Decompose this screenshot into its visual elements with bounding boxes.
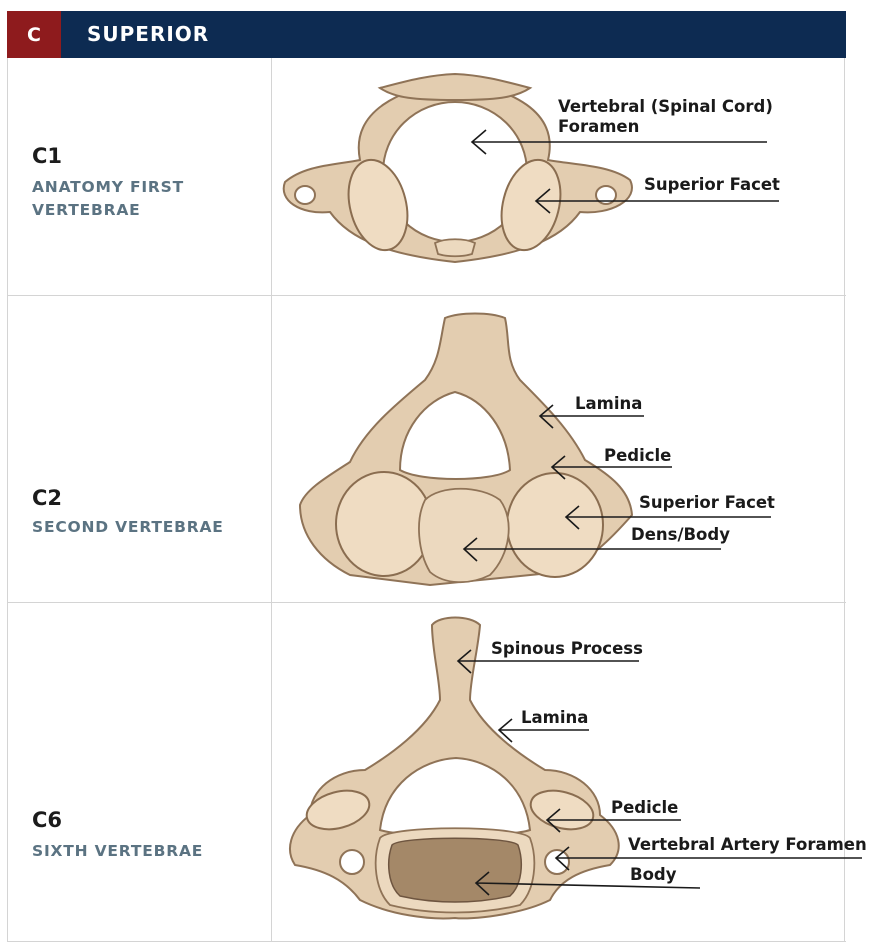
label-c6-pedicle: Pedicle xyxy=(611,798,678,817)
section-badge: C xyxy=(7,11,61,58)
label-c6-body: Body xyxy=(630,865,677,884)
label-c1-superior-facet: Superior Facet xyxy=(644,175,780,194)
table-row-c6: C6 SIXTH VERTEBRAE xyxy=(8,603,846,942)
c6-illustration xyxy=(289,616,620,920)
c6-callouts: Spinous Process Lamina Pedicle Vertebral… xyxy=(456,639,867,896)
c2-callouts: Lamina Pedicle Superior Facet Dens/Body xyxy=(462,394,775,562)
leader-c6-pedicle xyxy=(545,808,681,833)
row-subtitle: ANATOMY FIRST VERTEBRAE xyxy=(32,178,184,219)
leader-c2-dens-body xyxy=(462,537,721,562)
label-vertebral-foramen-line2: Foramen xyxy=(558,117,639,136)
table-row-c2: C2 SECOND VERTEBRAE xyxy=(8,296,846,603)
row-code: C1 xyxy=(32,144,63,168)
leader-c6-vertebral-artery-foramen xyxy=(554,846,862,871)
label-c2-dens-body: Dens/Body xyxy=(631,525,730,544)
label-c2-superior-facet: Superior Facet xyxy=(639,493,775,512)
c1-callouts: Vertebral (Spinal Cord) Foramen Superior… xyxy=(470,97,780,214)
leader-c2-pedicle xyxy=(550,455,672,480)
label-c6-spinous-process: Spinous Process xyxy=(491,639,643,658)
label-c2-lamina: Lamina xyxy=(575,394,642,413)
row-code: C2 xyxy=(32,486,63,510)
leader-c2-lamina xyxy=(538,404,644,429)
vertebrae-table: C1 ANATOMY FIRST VERTEBRAE C2 SECOND VER… xyxy=(7,58,846,942)
label-cell: C2 SECOND VERTEBRAE xyxy=(8,296,272,602)
label-c6-lamina: Lamina xyxy=(521,708,588,727)
leader-c2-superior-facet xyxy=(564,505,771,530)
row-subtitle: SIXTH VERTEBRAE xyxy=(32,842,204,860)
c1-atlas-illustration xyxy=(282,72,633,264)
row-code: C6 xyxy=(32,808,63,832)
label-c2-pedicle: Pedicle xyxy=(604,446,671,465)
label-vertebral-foramen-line1: Vertebral (Spinal Cord) xyxy=(558,97,773,116)
leader-c6-lamina xyxy=(497,718,589,743)
c2-axis-illustration xyxy=(298,312,634,587)
header-bar: C SUPERIOR xyxy=(7,11,846,58)
row-subtitle: SECOND VERTEBRAE xyxy=(32,518,224,536)
label-c6-vertebral-artery-foramen: Vertebral Artery Foramen xyxy=(628,835,867,854)
label-cell: C1 ANATOMY FIRST VERTEBRAE xyxy=(8,58,272,295)
section-title: SUPERIOR xyxy=(87,22,210,46)
label-cell: C6 SIXTH VERTEBRAE xyxy=(8,603,272,941)
leader-vertebral-foramen xyxy=(470,129,767,155)
leader-c6-spinous-process xyxy=(456,649,639,674)
leader-c1-superior-facet xyxy=(534,188,779,214)
leader-c6-body xyxy=(474,871,701,896)
table-row-c1: C1 ANATOMY FIRST VERTEBRAE xyxy=(8,58,846,296)
